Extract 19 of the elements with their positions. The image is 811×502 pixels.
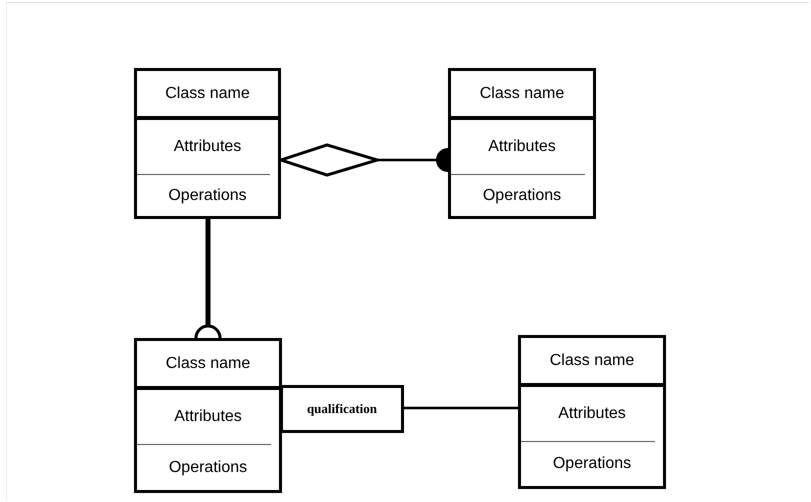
- class-box: [134, 68, 281, 219]
- class-name-text: Class name: [165, 84, 250, 102]
- attribute-text: Attributes: [174, 408, 242, 426]
- association-line: [404, 406, 518, 410]
- class-name-text: Class name: [480, 84, 564, 102]
- class-box: [134, 338, 282, 493]
- attribute-text: Attributes: [174, 138, 242, 156]
- qualifier-text: qualification: [306, 401, 378, 417]
- qualifier-box: [280, 385, 404, 433]
- class-box: [448, 68, 596, 219]
- class-box: [518, 335, 666, 489]
- class-name-text: Class name: [550, 352, 634, 370]
- attribute-text: Attributes: [558, 405, 626, 423]
- operation-text: Operations: [482, 186, 562, 204]
- operation-text: Operations: [552, 455, 632, 473]
- operation-text: Operations: [168, 458, 248, 476]
- attribute-text: Attributes: [488, 138, 556, 156]
- class-name-text: Class name: [166, 354, 250, 372]
- operation-text: Operations: [168, 186, 247, 204]
